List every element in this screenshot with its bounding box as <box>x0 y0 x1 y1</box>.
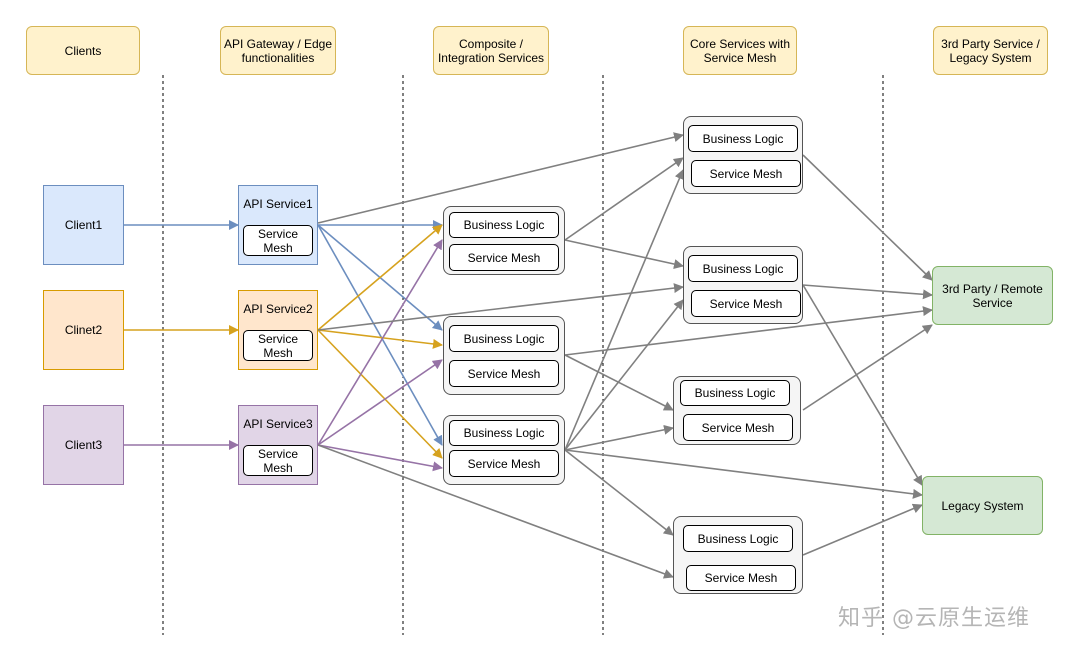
client-arrows <box>124 220 239 450</box>
arrow-comp3-core4 <box>564 449 674 536</box>
api-service3-title: API Service3 <box>243 417 313 431</box>
arrow-api1-core1 <box>317 132 684 224</box>
composite-3-mesh-label: Service Mesh <box>467 456 541 471</box>
arrow-api2-comp2 <box>317 329 443 349</box>
core-4-mesh-label: Service Mesh <box>704 571 778 585</box>
core-1-mesh-label: Service Mesh <box>709 166 783 181</box>
client3-label: Client3 <box>64 438 103 452</box>
core-1-logic: Business Logic <box>688 125 798 152</box>
arrow-comp1-core2 <box>564 239 684 269</box>
header-composite: Composite / Integration Services <box>433 26 549 75</box>
composite-3-logic-label: Business Logic <box>463 426 545 440</box>
core-1-logic-label: Business Logic <box>702 131 784 146</box>
api3-arrows <box>317 239 443 472</box>
arrow-api3-core4 <box>317 444 674 579</box>
core-2-mesh: Service Mesh <box>691 290 801 317</box>
core-4-logic: Business Logic <box>683 525 793 552</box>
header-thirdparty-label: 3rd Party Service / Legacy System <box>941 36 1040 65</box>
composite-3-logic: Business Logic <box>449 420 559 446</box>
arrow-api2-comp1 <box>317 224 443 331</box>
arrow-api3-comp2 <box>317 359 443 446</box>
core-arrows <box>317 132 933 579</box>
arrow-core2-legacy <box>802 284 923 486</box>
arrow-api2-comp3 <box>317 329 443 459</box>
legacy-system-box: Legacy System <box>922 476 1043 535</box>
arrow-core3-remote <box>802 324 933 411</box>
api-service3-mesh: Service Mesh <box>243 445 313 476</box>
arrow-api2-core2 <box>317 283 684 331</box>
client3-box: Client3 <box>43 405 124 485</box>
core-3-mesh-label: Service Mesh <box>701 420 775 435</box>
remote-service-label: 3rd Party / Remote Service <box>942 281 1043 310</box>
composite-2-logic-label: Business Logic <box>463 331 545 346</box>
header-gateway: API Gateway / Edge functionalities <box>220 26 336 75</box>
arrow-core2-remote <box>802 284 933 300</box>
core-1-mesh: Service Mesh <box>691 160 801 187</box>
arrow-api3-comp1 <box>317 239 443 446</box>
arrow-comp1-core1 <box>564 157 684 241</box>
core-3-logic: Business Logic <box>680 380 790 406</box>
arrow-comp3-core3 <box>564 424 674 451</box>
core-2-logic: Business Logic <box>688 255 798 282</box>
client1-label: Client1 <box>64 218 103 232</box>
client2-box: Clinet2 <box>43 290 124 370</box>
api-service2-mesh: Service Mesh <box>243 330 313 361</box>
composite-2-mesh: Service Mesh <box>449 360 559 387</box>
arrow-core4-legacy <box>802 503 923 556</box>
arrow-api1-comp3 <box>317 224 443 446</box>
composite-3-mesh: Service Mesh <box>449 450 559 477</box>
header-gateway-label: API Gateway / Edge functionalities <box>223 36 333 65</box>
composite-1-logic-label: Business Logic <box>463 218 545 232</box>
header-core: Core Services with Service Mesh <box>683 26 797 75</box>
composite-2-mesh-label: Service Mesh <box>467 366 541 381</box>
header-core-label: Core Services with Service Mesh <box>689 36 791 65</box>
composite-1-mesh-label: Service Mesh <box>467 250 541 265</box>
api-service3-mesh-label: Service Mesh <box>257 446 298 475</box>
api1-arrows <box>317 220 443 446</box>
api-service2-mesh-label: Service Mesh <box>257 331 298 360</box>
watermark: 知乎 @云原生运维 <box>838 606 1030 631</box>
core-4-logic-label: Business Logic <box>697 531 779 546</box>
header-clients-label: Clients <box>64 43 102 58</box>
core-2-mesh-label: Service Mesh <box>709 296 783 311</box>
header-composite-label: Composite / Integration Services <box>437 36 545 65</box>
composite-2-logic: Business Logic <box>449 325 559 352</box>
core-4-mesh: Service Mesh <box>686 565 796 591</box>
composite-1-logic: Business Logic <box>449 212 559 238</box>
api-service1-mesh: Service Mesh <box>243 225 313 256</box>
arrow-comp3-legacy <box>564 449 923 499</box>
header-thirdparty: 3rd Party Service / Legacy System <box>933 26 1048 75</box>
api2-arrows <box>317 224 443 459</box>
arrow-core1-remote <box>802 154 933 281</box>
core-3-mesh: Service Mesh <box>683 414 793 441</box>
legacy-system-label: Legacy System <box>941 498 1024 513</box>
api-service2-title: API Service2 <box>243 302 313 316</box>
client1-box: Client1 <box>43 185 124 265</box>
client2-label: Clinet2 <box>64 323 103 337</box>
arrow-comp3-core1 <box>564 169 685 451</box>
arrow-comp3-core2 <box>564 299 684 451</box>
arrow-comp2-remote <box>564 306 933 356</box>
remote-service-box: 3rd Party / Remote Service <box>932 266 1053 325</box>
arrow-api3-comp3 <box>317 444 443 472</box>
core-3-logic-label: Business Logic <box>694 386 776 400</box>
api-service1-title: API Service1 <box>243 197 313 211</box>
api-service1-mesh-label: Service Mesh <box>257 226 298 255</box>
core-2-logic-label: Business Logic <box>702 261 784 276</box>
composite-1-mesh: Service Mesh <box>449 244 559 271</box>
header-clients: Clients <box>26 26 140 75</box>
